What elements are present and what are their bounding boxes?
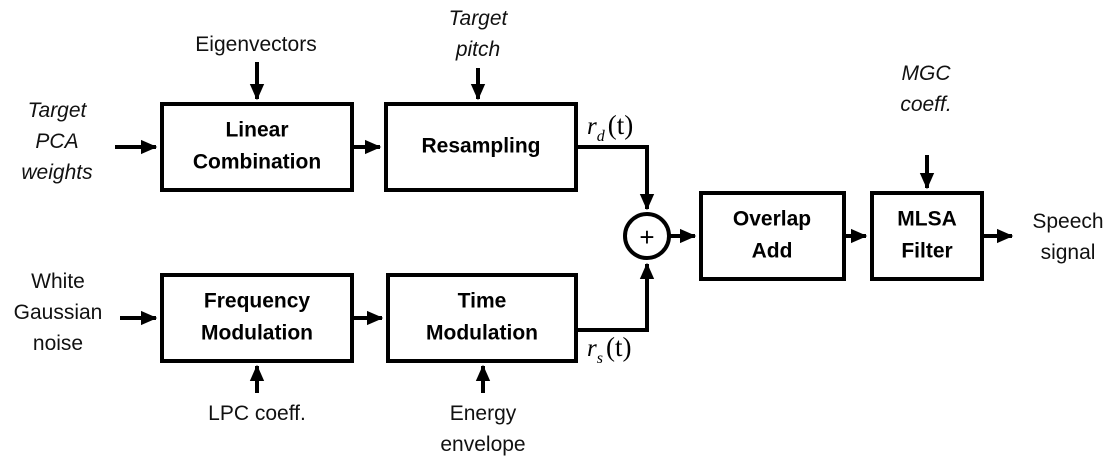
label-mgc-coeff-line1: MGC — [902, 62, 952, 85]
block-linear-combination-label-line1: Linear — [225, 119, 288, 142]
label-speech-signal-line1: Speech — [1032, 210, 1103, 233]
svg-text:rs(t): rs(t) — [587, 332, 631, 367]
signal-r-s-base: r — [587, 335, 597, 362]
block-resampling[interactable]: Resampling — [384, 102, 578, 192]
block-overlap-add[interactable]: Overlap Add — [699, 191, 846, 281]
signal-r-s-arg: (t) — [606, 332, 631, 362]
block-linear-combination[interactable]: Linear Combination — [160, 102, 354, 192]
signal-r-s-subscript: s — [597, 350, 603, 367]
label-lpc-coeff-line1: LPC coeff. — [208, 402, 306, 425]
label-target-pitch-line1: Target — [449, 7, 509, 30]
block-mlsa-filter-label-line1: MLSA — [897, 208, 957, 231]
label-target-pitch: Target pitch — [449, 7, 509, 61]
signal-label-r-s-t: rs(t) — [587, 332, 631, 367]
block-linear-combination-rect — [160, 102, 354, 192]
block-time-modulation[interactable]: Time Modulation — [386, 273, 578, 363]
label-energy-envelope: Energy envelope — [440, 402, 525, 456]
block-linear-combination-label-line2: Combination — [193, 151, 321, 174]
signal-r-d-subscript: d — [597, 128, 606, 145]
label-target-pitch-line2: pitch — [455, 38, 500, 61]
label-white-gaussian-noise: White Gaussian noise — [14, 270, 103, 355]
arrow-time-modulation-to-summation — [576, 262, 655, 332]
block-time-modulation-label-line2: Modulation — [426, 322, 538, 345]
label-white-gaussian-noise-line2: Gaussian — [14, 301, 103, 324]
block-frequency-modulation-label-line1: Frequency — [204, 290, 311, 313]
block-overlap-add-rect — [699, 191, 846, 281]
label-mgc-coeff-line2: coeff. — [900, 93, 951, 116]
summation-node[interactable]: + — [623, 212, 671, 260]
label-target-pca-weights-line3: weights — [21, 161, 93, 184]
label-energy-envelope-line2: envelope — [440, 433, 525, 456]
summation-node-symbol: + — [639, 222, 654, 252]
label-eigenvectors-line1: Eigenvectors — [195, 33, 316, 56]
block-mlsa-filter-rect — [870, 191, 984, 281]
block-frequency-modulation-rect — [160, 273, 354, 363]
label-white-gaussian-noise-line1: White — [31, 270, 85, 293]
block-resampling-rect — [384, 102, 578, 192]
label-white-gaussian-noise-line3: noise — [33, 332, 83, 355]
block-resampling-label-line1: Resampling — [421, 135, 540, 158]
arrow-resampling-to-summation — [576, 145, 655, 211]
block-frequency-modulation[interactable]: Frequency Modulation — [160, 273, 354, 363]
block-frequency-modulation-label-line2: Modulation — [201, 322, 313, 345]
label-target-pca-weights: Target PCA weights — [21, 99, 93, 184]
svg-text:rd(t): rd(t) — [587, 110, 633, 145]
label-target-pca-weights-line1: Target — [28, 99, 88, 122]
label-eigenvectors: Eigenvectors — [195, 33, 316, 56]
label-mgc-coeff: MGC coeff. — [900, 62, 951, 116]
label-target-pca-weights-line2: PCA — [35, 130, 78, 153]
block-time-modulation-label-line1: Time — [458, 290, 507, 313]
label-energy-envelope-line1: Energy — [450, 402, 517, 425]
signal-label-r-d-t: rd(t) — [587, 110, 633, 145]
block-time-modulation-rect — [386, 273, 578, 363]
block-overlap-add-label-line1: Overlap — [733, 208, 811, 231]
label-speech-signal: Speech signal — [1032, 210, 1103, 264]
label-speech-signal-line2: signal — [1041, 241, 1096, 264]
block-mlsa-filter[interactable]: MLSA Filter — [870, 191, 984, 281]
signal-r-d-base: r — [587, 113, 597, 140]
label-lpc-coeff: LPC coeff. — [208, 402, 306, 425]
block-mlsa-filter-label-line2: Filter — [901, 240, 952, 263]
block-overlap-add-label-line2: Add — [752, 240, 793, 263]
signal-r-d-arg: (t) — [608, 110, 633, 140]
